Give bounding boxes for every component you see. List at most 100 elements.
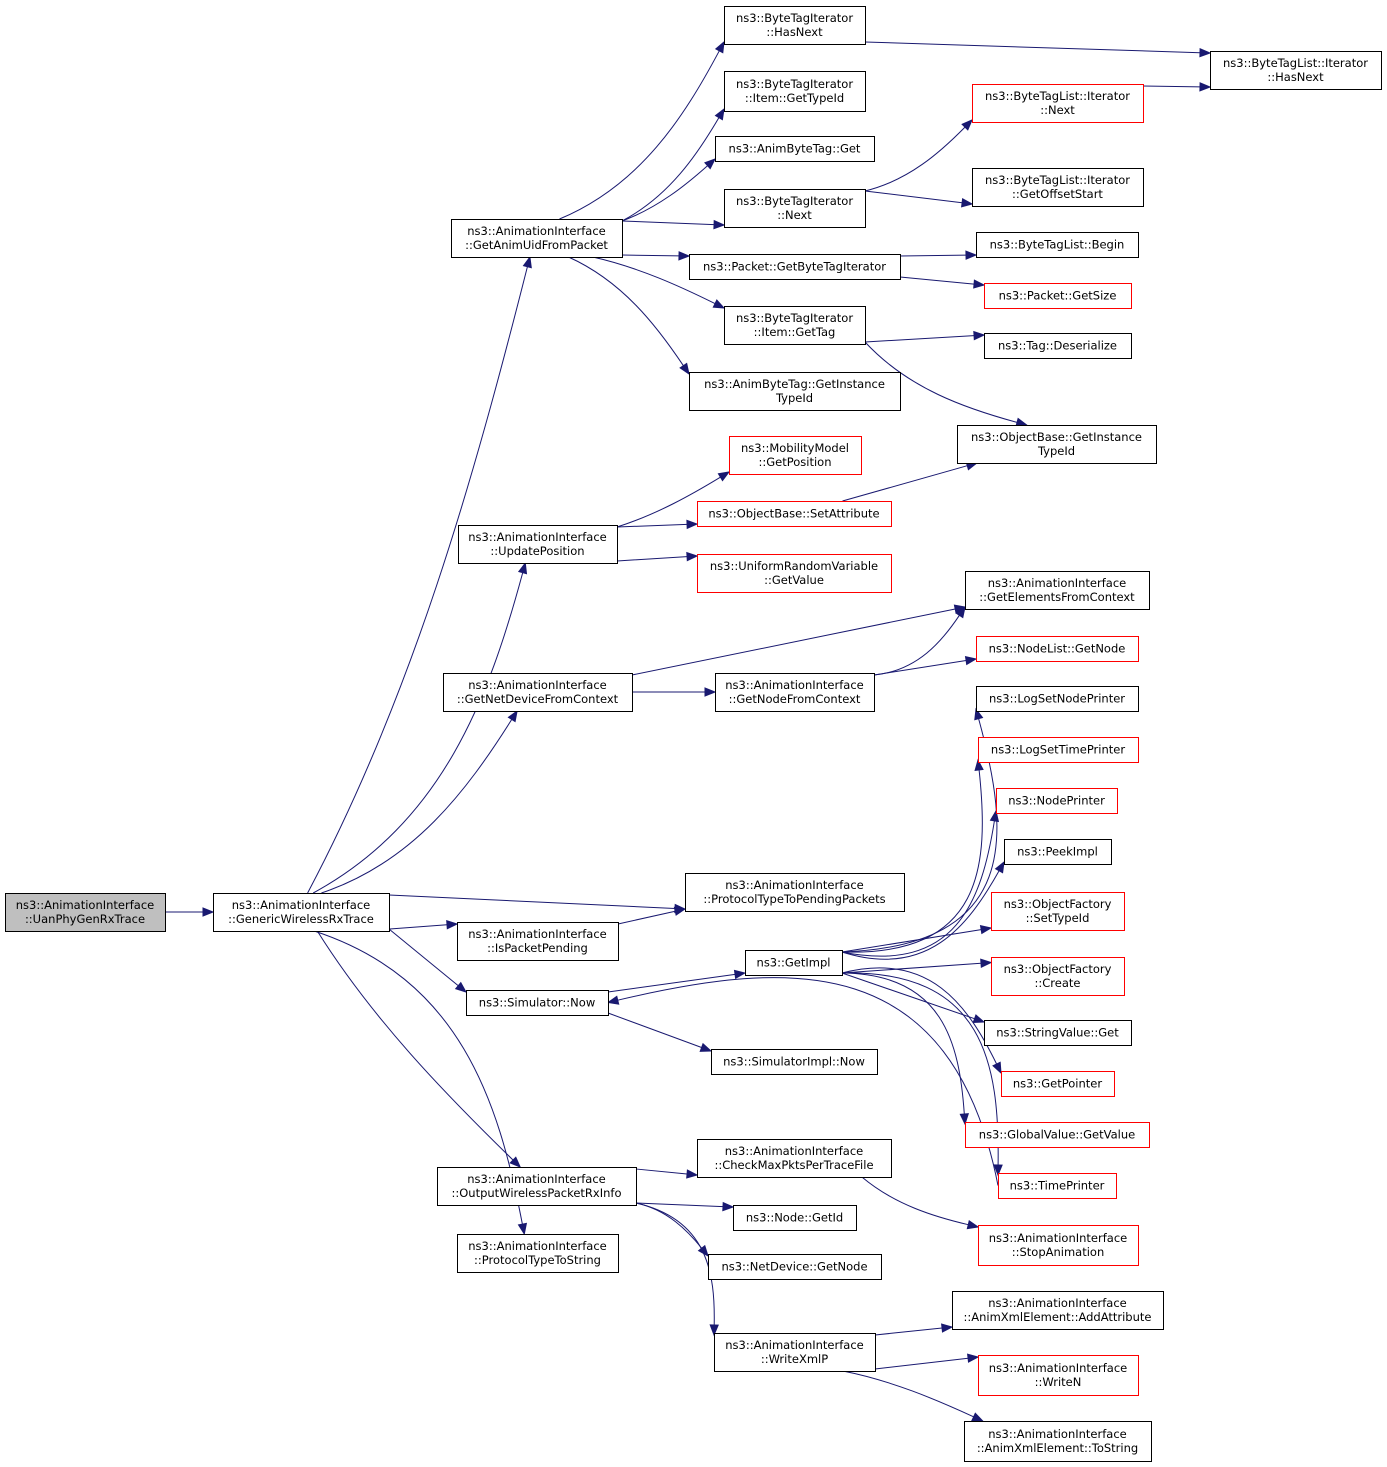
node-box[interactable] (697, 554, 892, 593)
node-box[interactable] (984, 1020, 1132, 1046)
node-box[interactable] (972, 84, 1144, 123)
node-isPacketPending[interactable]: ns3::AnimationInterface::IsPacketPending (457, 922, 619, 961)
node-updatePosition[interactable]: ns3::AnimationInterface::UpdatePosition (458, 525, 618, 564)
node-checkMaxPkts[interactable]: ns3::AnimationInterface::CheckMaxPktsPer… (697, 1139, 892, 1178)
node-box[interactable] (991, 892, 1125, 931)
node-uan[interactable]: ns3::AnimationInterface::UanPhyGenRxTrac… (5, 893, 166, 932)
node-axeAddAttribute[interactable]: ns3::AnimationInterface::AnimXmlElement:… (952, 1291, 1164, 1330)
node-nodeListGetNode[interactable]: ns3::NodeList::GetNode (976, 636, 1139, 662)
node-btlIterNext[interactable]: ns3::ByteTagList::Iterator::Next (972, 84, 1144, 123)
node-box[interactable] (697, 501, 892, 527)
node-box[interactable] (952, 1291, 1164, 1330)
node-protoTypeToPending[interactable]: ns3::AnimationInterface::ProtocolTypeToP… (685, 873, 905, 912)
node-box[interactable] (689, 372, 901, 411)
node-box[interactable] (996, 788, 1118, 814)
node-getNetDeviceFromContext[interactable]: ns3::AnimationInterface::GetNetDeviceFro… (443, 673, 633, 712)
node-box[interactable] (437, 1167, 637, 1206)
node-box[interactable] (458, 525, 618, 564)
node-timePrinter[interactable]: ns3::TimePrinter (998, 1173, 1117, 1199)
node-btiItemGetTypeId[interactable]: ns3::ByteTagIterator::Item::GetTypeId (724, 71, 866, 112)
node-box[interactable] (978, 737, 1139, 763)
node-box[interactable] (984, 283, 1132, 309)
node-urvGetValue[interactable]: ns3::UniformRandomVariable::GetValue (697, 554, 892, 593)
node-ofSetTypeId[interactable]: ns3::ObjectFactory::SetTypeId (991, 892, 1125, 931)
node-box[interactable] (991, 957, 1125, 996)
node-box[interactable] (978, 1225, 1139, 1266)
node-box[interactable] (213, 893, 390, 932)
node-box[interactable] (685, 873, 905, 912)
node-simImplNow[interactable]: ns3::SimulatorImpl::Now (711, 1049, 878, 1075)
node-getImpl[interactable]: ns3::GetImpl (745, 950, 843, 976)
node-box[interactable] (729, 436, 862, 475)
node-btlIterGetOffsetStart[interactable]: ns3::ByteTagList::Iterator::GetOffsetSta… (972, 168, 1144, 207)
node-box[interactable] (708, 1254, 882, 1280)
node-btiHasNext[interactable]: ns3::ByteTagIterator::HasNext (724, 6, 866, 45)
node-gvGetValue[interactable]: ns3::GlobalValue::GetValue (965, 1122, 1150, 1148)
node-btlIterHasNext[interactable]: ns3::ByteTagList::Iterator::HasNext (1210, 51, 1382, 90)
node-box[interactable] (1210, 51, 1382, 90)
node-axeToString[interactable]: ns3::AnimationInterface::AnimXmlElement:… (964, 1421, 1152, 1462)
node-box[interactable] (724, 189, 866, 228)
node-protoTypeToString[interactable]: ns3::AnimationInterface::ProtocolTypeToS… (457, 1234, 619, 1273)
node-box[interactable] (1001, 1071, 1115, 1097)
node-abtGet[interactable]: ns3::AnimByteTag::Get (715, 136, 875, 162)
node-pktGetBTI[interactable]: ns3::Packet::GetByteTagIterator (689, 254, 901, 280)
node-box[interactable] (724, 6, 866, 45)
node-gaufp[interactable]: ns3::AnimationInterface::GetAnimUidFromP… (451, 219, 623, 258)
node-box[interactable] (964, 1421, 1152, 1462)
node-peekImpl[interactable]: ns3::PeekImpl (1004, 839, 1112, 865)
node-box[interactable] (978, 1355, 1139, 1396)
node-box[interactable] (715, 136, 875, 162)
node-ofCreate[interactable]: ns3::ObjectFactory::Create (991, 957, 1125, 996)
node-box[interactable] (998, 1173, 1117, 1199)
node-box[interactable] (965, 1122, 1150, 1148)
node-box[interactable] (976, 636, 1139, 662)
node-box[interactable] (5, 893, 166, 932)
node-getElementsFromContext[interactable]: ns3::AnimationInterface::GetElementsFrom… (965, 571, 1150, 610)
node-box[interactable] (733, 1205, 857, 1231)
node-box[interactable] (711, 1049, 878, 1075)
node-box[interactable] (976, 232, 1139, 258)
node-box[interactable] (466, 990, 609, 1016)
node-getNodeFromContext[interactable]: ns3::AnimationInterface::GetNodeFromCont… (715, 673, 875, 712)
node-netDeviceGetNode[interactable]: ns3::NetDevice::GetNode (708, 1254, 882, 1280)
node-writeXmlP[interactable]: ns3::AnimationInterface::WriteXmlP (714, 1333, 876, 1372)
node-nodePrinter[interactable]: ns3::NodePrinter (996, 788, 1118, 814)
node-box[interactable] (984, 333, 1132, 359)
node-box[interactable] (443, 673, 633, 712)
node-stopAnimation[interactable]: ns3::AnimationInterface::StopAnimation (978, 1225, 1139, 1266)
node-gwrt[interactable]: ns3::AnimationInterface::GenericWireless… (213, 893, 390, 932)
node-pktGetSize[interactable]: ns3::Packet::GetSize (984, 283, 1132, 309)
node-box[interactable] (1004, 839, 1112, 865)
node-box[interactable] (457, 1234, 619, 1273)
node-box[interactable] (957, 425, 1157, 464)
node-stringValueGet[interactable]: ns3::StringValue::Get (984, 1020, 1132, 1046)
node-box[interactable] (972, 168, 1144, 207)
node-btiItemGetTag[interactable]: ns3::ByteTagIterator::Item::GetTag (724, 306, 866, 345)
node-mmGetPosition[interactable]: ns3::MobilityModel::GetPosition (729, 436, 862, 475)
node-outputWPRI[interactable]: ns3::AnimationInterface::OutputWirelessP… (437, 1167, 637, 1206)
node-nodeGetId[interactable]: ns3::Node::GetId (733, 1205, 857, 1231)
node-btlBegin[interactable]: ns3::ByteTagList::Begin (976, 232, 1139, 258)
node-box[interactable] (976, 686, 1139, 712)
node-box[interactable] (724, 306, 866, 345)
node-box[interactable] (689, 254, 901, 280)
node-box[interactable] (724, 71, 866, 112)
node-writeN[interactable]: ns3::AnimationInterface::WriteN (978, 1355, 1139, 1396)
node-logSetTimePrinter[interactable]: ns3::LogSetTimePrinter (978, 737, 1139, 763)
node-box[interactable] (715, 673, 875, 712)
node-logSetNodePrinter[interactable]: ns3::LogSetNodePrinter (976, 686, 1139, 712)
node-tagDeserialize[interactable]: ns3::Tag::Deserialize (984, 333, 1132, 359)
node-box[interactable] (965, 571, 1150, 610)
node-btiNext[interactable]: ns3::ByteTagIterator::Next (724, 189, 866, 228)
node-getPointer[interactable]: ns3::GetPointer (1001, 1071, 1115, 1097)
node-box[interactable] (451, 219, 623, 258)
node-box[interactable] (714, 1333, 876, 1372)
node-obSetAttribute[interactable]: ns3::ObjectBase::SetAttribute (697, 501, 892, 527)
node-box[interactable] (697, 1139, 892, 1178)
node-box[interactable] (457, 922, 619, 961)
node-simNow[interactable]: ns3::Simulator::Now (466, 990, 609, 1016)
node-box[interactable] (745, 950, 843, 976)
